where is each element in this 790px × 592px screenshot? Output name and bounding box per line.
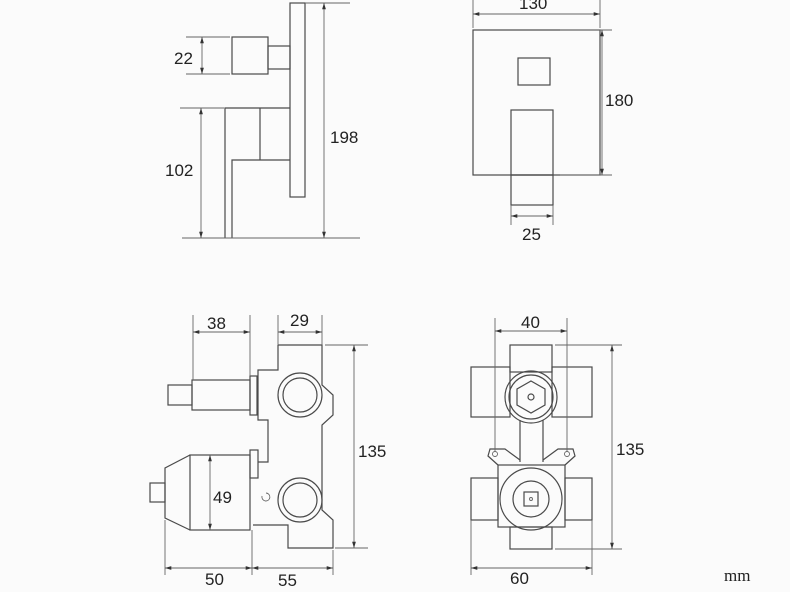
lever-handle <box>224 107 290 238</box>
dim-label: 22 <box>174 49 193 68</box>
side-view: 22 102 198 <box>165 2 360 239</box>
lower-spindle <box>149 482 166 503</box>
port-outer <box>277 477 323 523</box>
lever-handle <box>510 109 554 176</box>
side-port <box>470 477 499 521</box>
side-port <box>470 366 511 418</box>
diverter-knob <box>517 57 551 86</box>
mount-ears <box>487 448 576 466</box>
lower-valve-inner <box>512 480 550 518</box>
cover-plate <box>472 29 601 176</box>
diverter-knob <box>231 36 269 75</box>
wall-plate <box>289 2 306 198</box>
dim-label: 60 <box>510 569 529 588</box>
top-stem <box>509 344 553 373</box>
lower-body <box>497 464 566 528</box>
dim-label: 38 <box>207 314 226 333</box>
cartridge-cone <box>164 454 191 531</box>
lever-tip <box>510 174 554 206</box>
side-port <box>564 477 593 521</box>
bottom-stem <box>509 526 553 550</box>
dim-label: 130 <box>519 0 547 13</box>
dim-label: 102 <box>165 161 193 180</box>
lower-flange <box>249 449 259 479</box>
neck <box>519 420 544 462</box>
upper-valve-outer <box>504 370 558 424</box>
valve-body <box>253 344 334 549</box>
cartridge-spindle <box>167 384 193 406</box>
dim-label: 50 <box>205 570 224 589</box>
dim-label: 29 <box>290 311 309 330</box>
spindle-hole <box>527 393 535 401</box>
lower-valve-outer <box>499 467 563 531</box>
upper-cartridge <box>191 379 251 411</box>
upper-valve-ring <box>508 374 554 420</box>
dim-label: 135 <box>358 442 386 461</box>
port-inner <box>282 482 318 518</box>
dim-label: 49 <box>213 488 232 507</box>
cartridge-flange <box>249 375 258 416</box>
front-view: 130 180 25 <box>472 0 633 244</box>
hex-nut <box>516 380 546 414</box>
dim-label: 135 <box>616 440 644 459</box>
dim-label: 180 <box>605 91 633 110</box>
dim-label: 198 <box>330 128 358 147</box>
mount-hook <box>261 492 271 502</box>
port-outer <box>277 372 323 418</box>
dim-label: 40 <box>521 313 540 332</box>
knob-stem <box>267 45 291 70</box>
port-inner <box>282 377 318 413</box>
side-port <box>551 366 593 418</box>
unit-label: mm <box>724 566 750 585</box>
valve-side-view: 38 29 135 49 50 55 <box>149 311 386 590</box>
square-spindle <box>523 491 539 507</box>
dim-label: 25 <box>522 225 541 244</box>
lower-cartridge <box>189 454 251 531</box>
dim-label: 55 <box>278 571 297 590</box>
valve-front-view: 40 135 60 <box>470 313 644 588</box>
